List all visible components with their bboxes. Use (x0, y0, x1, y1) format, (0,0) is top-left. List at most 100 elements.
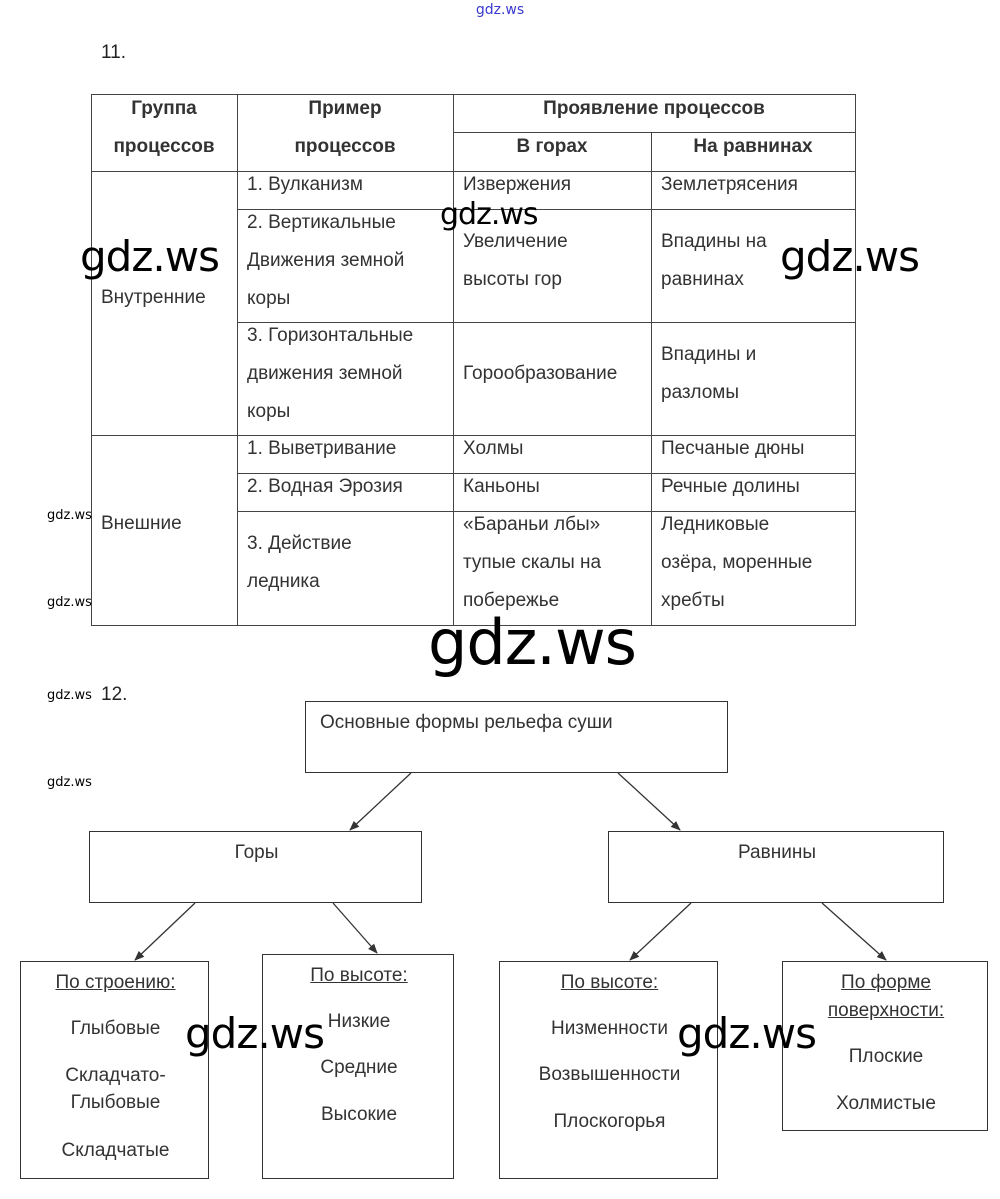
table-cell-mountains: Каньоны (463, 468, 540, 506)
leaf-item: Плоские (848, 1046, 924, 1067)
table-border-bottom (91, 625, 855, 626)
cell-line: 1. Вулканизм (247, 174, 363, 195)
arrow-plains-to-surface (821, 902, 887, 961)
header-plains: На равнинах (693, 136, 813, 157)
watermark: gdz.ws (677, 1009, 817, 1058)
table-row-line (237, 473, 855, 474)
cell-line: Речные долины (661, 476, 800, 497)
leaf-item: Высокие (320, 1104, 398, 1125)
leaf-box-structure: По строению: Глыбовые Складчато- Глыбовы… (20, 961, 209, 1179)
table-border-top (91, 94, 855, 95)
leaf-heading: По форме (841, 972, 931, 993)
table-cell-plains: Впадины и разломы (661, 336, 756, 412)
leaf-heading: По строению: (55, 972, 176, 993)
cell-line: Песчаные дюны (661, 438, 805, 459)
leaf-item: Плоскогорья (553, 1111, 666, 1132)
header-mountains: В горах (516, 136, 588, 157)
header-example: Пример процессов (237, 90, 453, 166)
header-example-line2: процессов (294, 136, 396, 157)
cell-line: Ледниковые (661, 514, 770, 535)
watermark: gdz.ws (780, 232, 920, 281)
arrow-root-to-plains (617, 772, 681, 831)
leaf-heading: По высоте: (310, 965, 408, 986)
watermark: gdz.ws (47, 508, 92, 523)
header-manifestation: Проявление процессов (543, 98, 765, 119)
table-group-divider (91, 435, 855, 436)
cell-line: Каньоны (463, 476, 540, 497)
table-cell-mountains: Холмы (463, 430, 523, 468)
cell-line: Холмы (463, 438, 524, 459)
table-cell-mountains: Горообразование (463, 355, 617, 393)
leaf-box-surface: По форме поверхности: Плоские Холмистые (782, 961, 988, 1131)
branch-label: Равнины (738, 842, 816, 863)
header-group: Группа процессов (91, 90, 237, 166)
table-col-line (237, 94, 238, 626)
leaf-box-mountain-height: По высоте: Низкие Средние Высокие (262, 954, 454, 1179)
table-header-divider (453, 132, 855, 133)
table-col-line (453, 94, 454, 626)
cell-line: 2. Водная Эрозия (247, 476, 403, 497)
leaf-item: Возвышенности (538, 1064, 681, 1085)
table-cell-example: 3. Горизонтальные движения земной коры (247, 317, 413, 431)
cell-line: коры (247, 288, 291, 309)
leaf-item: Низкие (327, 1011, 391, 1032)
cell-line: побережье (463, 590, 560, 611)
leaf-heading: По высоте: (560, 972, 659, 993)
cell-line: ледника (247, 571, 320, 592)
leaf-heading: поверхности: (827, 1000, 945, 1021)
cell-line: озёра, моренные (661, 552, 813, 573)
table-border-right (855, 94, 856, 626)
watermark: gdz.ws (440, 197, 539, 232)
table-row-line (237, 511, 855, 512)
table-cell-plains: Песчаные дюны (661, 430, 804, 468)
arrow-mountains-to-height (332, 902, 378, 954)
task-11-number: 11. (101, 42, 127, 63)
root-label: Основные формы рельефа суши (320, 712, 613, 733)
table-row-line (237, 322, 855, 323)
cell-line: равнинах (661, 269, 744, 290)
table-cell-plains: Впадины на равнинах (661, 223, 767, 299)
table-col-line (651, 132, 652, 626)
cell-line: разломы (661, 382, 740, 403)
header-group-line1: Группа (131, 98, 197, 119)
table-cell-example: 1. Вулканизм (247, 166, 363, 204)
cell-line: Извержения (463, 174, 572, 195)
cell-line: Впадины и (661, 344, 757, 365)
branch-label: Горы (234, 842, 279, 863)
cell-line: «Бараньи лбы» (463, 514, 601, 535)
leaf-item: Низменности (550, 1018, 669, 1039)
leaf-item: Складчато- (65, 1065, 166, 1086)
table-cell-example: 3. Действие ледника (247, 525, 352, 601)
leaf-item: Глыбовые (70, 1092, 161, 1113)
arrow-root-to-mountains (349, 772, 412, 831)
cell-line: 1. Выветривание (247, 438, 397, 459)
watermark: gdz.ws (185, 1009, 325, 1058)
table-cell-example: 2. Водная Эрозия (247, 468, 403, 506)
cell-line: 3. Действие (247, 533, 352, 554)
watermark: gdz.ws (47, 688, 92, 703)
arrow-mountains-to-structure (134, 902, 196, 961)
table-cell-plains: Ледниковые озёра, моренные хребты (661, 506, 812, 620)
cell-line: высоты гор (463, 269, 562, 290)
table-border-left (91, 94, 92, 626)
watermark: gdz.ws (428, 606, 637, 679)
group-internal: Внутренние (101, 287, 206, 308)
cell-line: 3. Горизонтальные (247, 325, 414, 346)
watermark: gdz.ws (47, 775, 92, 790)
branch-box-mountains: Горы (89, 831, 422, 903)
root-box: Основные формы рельефа суши (305, 701, 728, 773)
header-group-line2: процессов (113, 136, 215, 157)
branch-box-plains: Равнины (608, 831, 944, 903)
table-cell-plains: Речные долины (661, 468, 800, 506)
leaf-item: Глыбовые (70, 1018, 161, 1039)
table-header-bottom (91, 171, 855, 172)
leaf-item: Средние (320, 1057, 398, 1078)
cell-line: Движения земной (247, 250, 405, 271)
table-row-line (237, 209, 855, 210)
cell-line: 2. Вертикальные (247, 212, 396, 233)
leaf-box-plain-height: По высоте: Низменности Возвышенности Пло… (499, 961, 718, 1179)
leaf-item: Складчатые (61, 1140, 170, 1161)
header-example-line1: Пример (308, 98, 382, 119)
table-cell-example: 1. Выветривание (247, 430, 396, 468)
